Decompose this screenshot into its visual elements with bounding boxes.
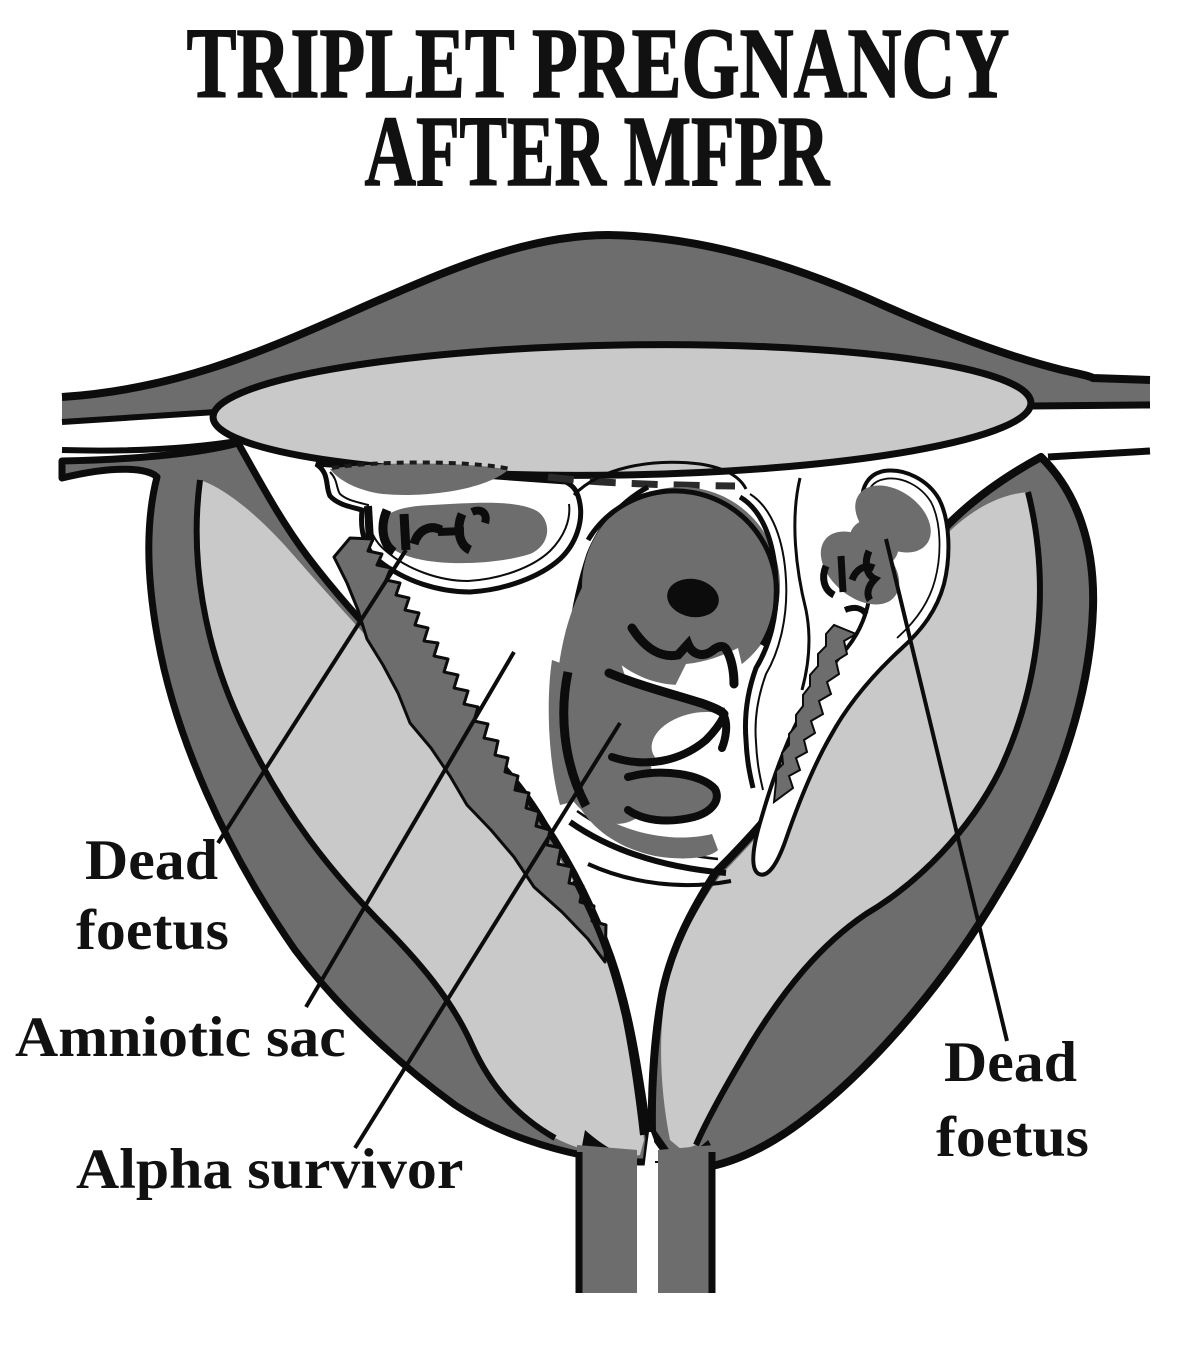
svg-text:Alpha survivor: Alpha survivor — [76, 1137, 463, 1200]
svg-text:Dead: Dead — [85, 828, 218, 891]
svg-text:AFTER MFPR: AFTER MFPR — [365, 95, 830, 207]
svg-text:TRIPLET PREGNANCY: TRIPLET PREGNANCY — [187, 8, 1010, 119]
svg-text:foetus: foetus — [936, 1105, 1089, 1168]
svg-text:Amniotic sac: Amniotic sac — [15, 1005, 346, 1068]
svg-text:foetus: foetus — [76, 898, 229, 961]
svg-text:Dead: Dead — [944, 1030, 1077, 1093]
